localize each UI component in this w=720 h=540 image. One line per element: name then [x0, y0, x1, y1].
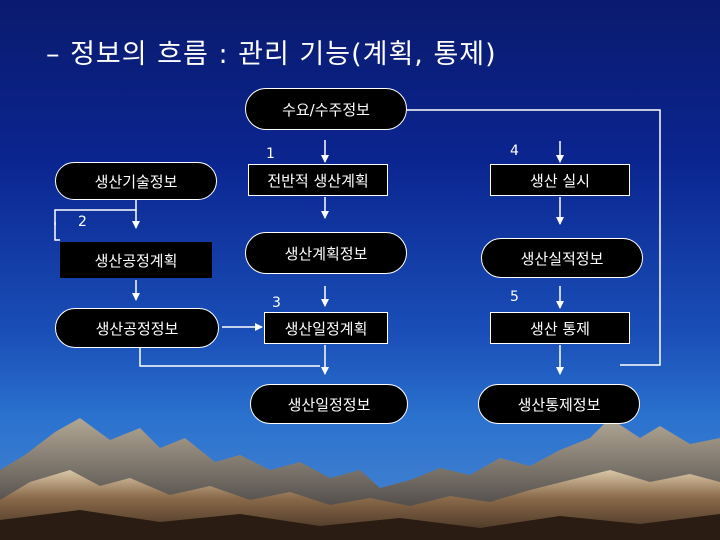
- step-number-5: 5: [510, 289, 519, 305]
- node-demand-order-info: 수요/수주정보: [245, 88, 407, 130]
- loop-schedule: [140, 345, 320, 366]
- node-production-schedule-plan: 생산일정계획: [264, 312, 388, 344]
- node-production-plan-info: 생산계획정보: [245, 232, 407, 274]
- slide-title: – 정보의 흐름 : 관리 기능(계획, 통제): [46, 32, 497, 71]
- node-production-tech-info: 생산기술정보: [55, 162, 217, 200]
- step-number-2: 2: [78, 214, 87, 230]
- loop-2: [55, 197, 136, 240]
- node-production-control-info: 생산통제정보: [478, 384, 640, 424]
- node-production-result-info: 생산실적정보: [481, 238, 643, 278]
- node-production-control: 생산 통제: [490, 312, 630, 344]
- node-overall-production-plan: 전반적 생산계획: [248, 164, 388, 196]
- node-production-process-plan: 생산공정계획: [60, 242, 212, 278]
- step-number-1: 1: [266, 146, 275, 162]
- step-number-4: 4: [510, 143, 519, 159]
- node-production-schedule-info: 생산일정정보: [250, 384, 408, 424]
- node-production-process-info: 생산공정정보: [55, 308, 219, 348]
- step-number-3: 3: [272, 295, 281, 311]
- node-production-execution: 생산 실시: [490, 164, 630, 196]
